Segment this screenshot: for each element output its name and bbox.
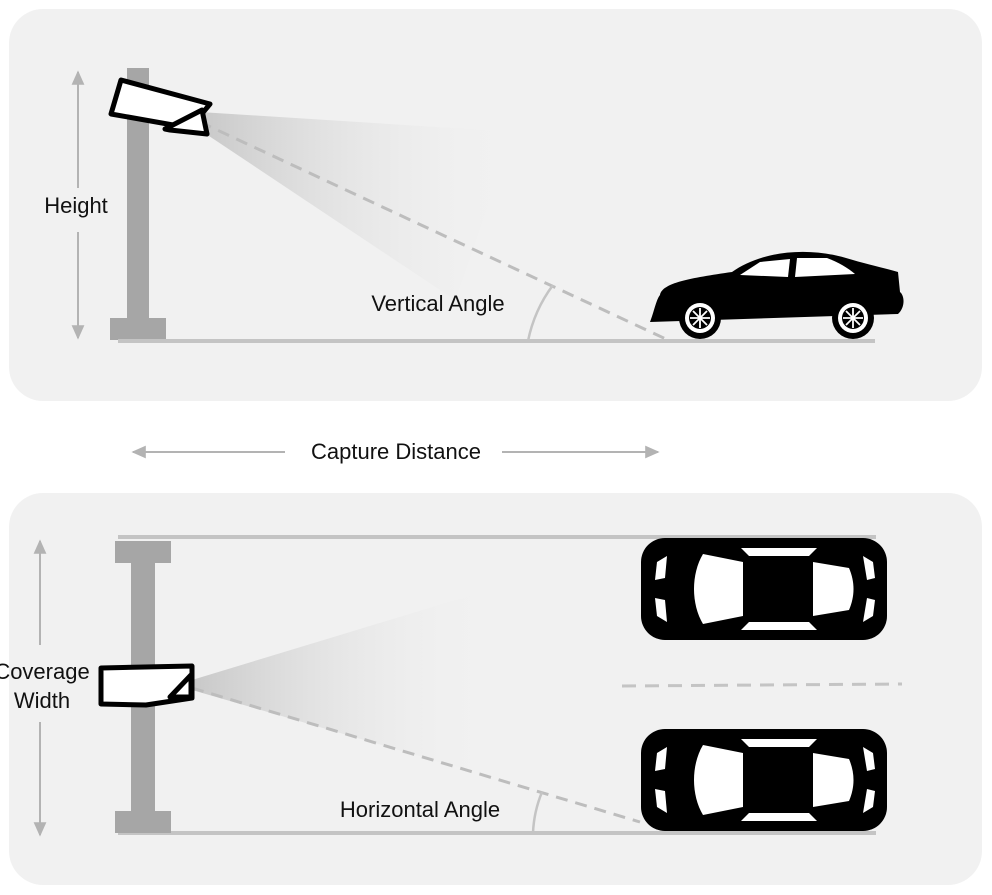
top-sightline — [191, 686, 641, 824]
sedan-car-icon — [650, 251, 904, 339]
vertical-angle-label: Vertical Angle — [371, 291, 504, 316]
top-camera-beam — [192, 588, 495, 778]
car-top-view-icon — [641, 729, 887, 831]
lane-divider — [621, 682, 903, 688]
top-pole-top-cap — [115, 541, 171, 563]
vertical-angle-arc — [526, 284, 555, 342]
side-pole — [127, 68, 149, 332]
side-view-panel: Height Vertical Angle — [9, 9, 982, 401]
side-sightline — [199, 120, 669, 342]
car-top-view-icon — [641, 538, 887, 640]
cctv-camera-top-view-icon — [98, 663, 195, 708]
cctv-camera-icon — [108, 77, 213, 137]
side-pole-base — [110, 318, 166, 340]
coverage-width-label-line2: Width — [14, 688, 70, 713]
capture-distance-dimension: Capture Distance — [131, 439, 660, 464]
coverage-width-label-line1: Coverage — [0, 659, 90, 684]
top-pole-bottom-cap — [115, 811, 171, 833]
horizontal-angle-label: Horizontal Angle — [340, 797, 500, 822]
horizontal-angle-arc — [531, 791, 544, 834]
height-label: Height — [44, 193, 108, 218]
capture-distance-label: Capture Distance — [311, 439, 481, 464]
top-view-panel: Coverage Width Horizontal Angle — [0, 493, 982, 885]
